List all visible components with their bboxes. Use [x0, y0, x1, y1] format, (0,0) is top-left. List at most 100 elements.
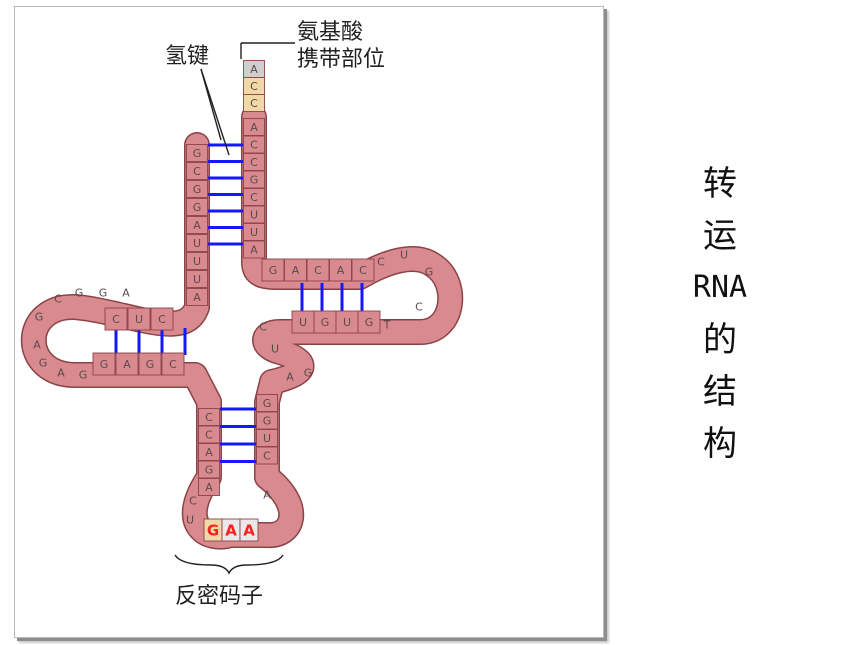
anticodon-base-letter: A — [243, 522, 255, 540]
anticodon-stem-left-base-letter: C — [205, 429, 213, 442]
side-title-char: 转 — [703, 164, 737, 204]
tpsic-stem-bottom-base-letter: G — [365, 316, 374, 329]
d-arm-stem-top-base — [150, 307, 174, 331]
anticodon-stem-left-base-letter: G — [205, 464, 214, 477]
tpsic-loop-base: C — [377, 256, 385, 269]
side-title-char: 结 — [703, 372, 737, 412]
amino-acid-site-label-line1: 氨基酸 — [297, 20, 364, 45]
acceptor-stem-3prime-base — [243, 205, 265, 224]
d-arm-stem-top-base-letter: C — [158, 313, 166, 326]
anticodon-stem-right-base — [256, 446, 278, 465]
tpsic-loop-base: C — [415, 301, 423, 314]
acceptor-end-base-letter: C — [250, 97, 258, 110]
d-arm-stem-top-base — [104, 307, 128, 331]
acceptor-stem-5prime-base-letter: U — [193, 255, 201, 268]
anticodon-stem-right-base — [256, 394, 278, 412]
acceptor-stem-5prime-base-letter: U — [193, 273, 201, 286]
d-loop-base: G — [79, 369, 88, 382]
tpsic-loop-base: G — [425, 266, 434, 279]
anticodon-stem-right-base-letter: G — [263, 397, 272, 410]
d-loop-base: G — [75, 287, 84, 300]
tpsic-loop-base: U — [400, 249, 408, 262]
acceptor-stem-3prime-base-letter: A — [250, 244, 258, 257]
side-title-char: 运 — [703, 216, 737, 256]
d-loop-base: A — [33, 339, 41, 352]
d-arm-stem-bottom-base-letter: G — [146, 358, 155, 371]
side-title: 转 运 RNA 的 结 构 — [672, 158, 768, 470]
acceptor-stem-3prime-base — [243, 170, 265, 189]
anticodon-loop-base: U — [186, 514, 194, 527]
acceptor-stem-3prime-base-letter: G — [250, 174, 259, 187]
acceptor-stem-5prime-base-letter: G — [193, 201, 202, 214]
anticodon-stem-left-base-letter: C — [205, 411, 213, 424]
d-arm-stem-bottom-base — [92, 352, 116, 376]
anticodon-stem-right-base — [256, 429, 278, 447]
side-title-char: 构 — [703, 424, 737, 464]
tpsic-loop-base: T — [383, 319, 391, 332]
amino-acid-site-label-line2: 携带部位 — [297, 47, 386, 72]
acceptor-stem-3prime-base-letter: C — [250, 191, 258, 204]
tpsic-stem-top-base — [284, 258, 307, 282]
acceptor-end-base — [243, 94, 265, 112]
acceptor-stem-3prime-base-letter: U — [250, 226, 258, 239]
anticodon-stem-right-base-letter: G — [263, 415, 272, 428]
d-arm-stem-top-base — [127, 307, 151, 331]
acceptor-stem-5prime-base — [186, 216, 208, 234]
acceptor-stem-3prime-base-letter: U — [250, 209, 258, 222]
d-loop-base: A — [122, 287, 130, 300]
acceptor-stem-3prime-base — [243, 118, 265, 136]
acceptor-stem-5prime-base-letter: A — [193, 219, 201, 232]
tpsic-stem-bottom-base-letter: U — [299, 316, 307, 329]
acceptor-stem-5prime-base-letter: A — [193, 291, 201, 304]
d-arm-stem-top-base-letter: C — [112, 313, 120, 326]
d-loop-base: A — [57, 367, 65, 380]
anticodon-loop-base: A — [263, 489, 271, 502]
anticodon-stem-left-base — [198, 408, 220, 426]
tpsic-stem-bottom-base-letter: U — [343, 316, 351, 329]
tpsic-stem-top-base-letter: G — [269, 264, 278, 277]
d-arm-stem-bottom-base-letter: A — [123, 358, 131, 371]
d-arm-stem-bottom-base — [115, 352, 139, 376]
anticodon-base-letter: A — [225, 522, 237, 540]
anticodon-loop-base: C — [189, 495, 197, 508]
acceptor-stem-3prime-base — [243, 188, 265, 206]
acceptor-stem-3prime-base — [243, 135, 265, 154]
anticodon-stem-left-base — [198, 425, 220, 444]
tpsic-stem-top-base — [306, 258, 330, 282]
anticodon-stem-right-base-letter: U — [263, 432, 271, 445]
anticodon-stem-left-base-letter: A — [205, 481, 213, 494]
tpsic-stem-top-base — [329, 258, 352, 282]
anticodon-label: 反密码子 — [175, 584, 264, 609]
variable-loop-base: G — [304, 367, 313, 380]
hydrogen-bond-pointer — [200, 68, 230, 156]
tpsic-stem-top-base — [261, 258, 285, 282]
acceptor-stem-3prime-base-letter: A — [250, 121, 258, 134]
acceptor-stem-5prime-base — [186, 180, 208, 198]
tpsic-stem-top-base-letter: A — [337, 264, 345, 277]
anticodon-stem-left-base — [198, 460, 220, 479]
anticodon-stem-left-base — [198, 478, 220, 496]
anticodon-base — [239, 518, 259, 542]
acceptor-stem-5prime-base — [186, 270, 208, 288]
acceptor-stem-5prime-base — [186, 144, 208, 162]
acceptor-stem-3prime-base — [243, 223, 265, 241]
acceptor-stem-5prime-base — [186, 234, 208, 252]
amino-acid-site-label: 氨基酸 携带部位 — [297, 19, 385, 73]
acceptor-stem-3prime-base — [243, 240, 265, 259]
variable-loop-base: C — [259, 321, 267, 334]
acceptor-stem-5prime-base-letter: G — [193, 147, 202, 160]
d-loop-base: G — [39, 357, 48, 370]
variable-loop-base: U — [271, 343, 279, 356]
anticodon-stem-right-base-letter: C — [263, 450, 271, 463]
side-title-char: 的 — [703, 320, 737, 360]
acceptor-stem-5prime-base — [186, 162, 208, 180]
tpsic-stem-bottom-base-letter: G — [321, 316, 330, 329]
acceptor-stem-3prime-base-letter: C — [250, 156, 258, 169]
acceptor-stem-5prime-base — [186, 252, 208, 270]
d-arm-stem-bottom-base — [138, 352, 162, 376]
variable-loop-base: A — [286, 371, 294, 384]
d-arm-stem-bottom-base — [161, 352, 185, 376]
tpsic-stem-top-base-letter: A — [292, 264, 300, 277]
